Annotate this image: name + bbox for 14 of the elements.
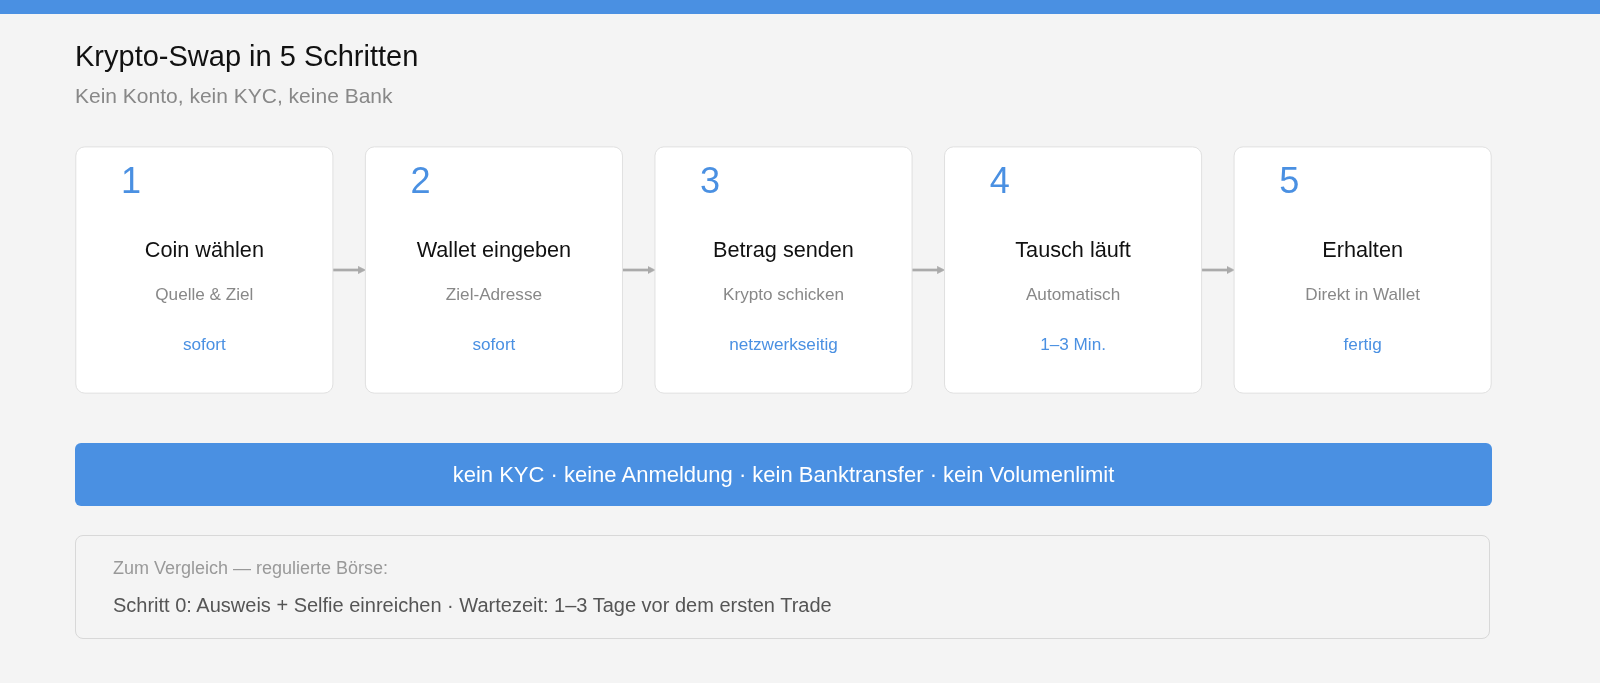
title: Krypto-Swap in 5 Schritten [75,40,419,73]
comparison-heading: Zum Vergleich — regulierte Börse: [113,558,389,579]
arrow [912,266,945,274]
node-box: 3 Betrag senden Krypto schicken netzwerkseitig [654,146,913,394]
node-box: 1 Coin wählen Quelle & Ziel sofort [75,146,334,394]
node-box: 4 Tausch läuft Automatisch 1–3 Min. [944,146,1203,394]
banner: kein KYC · keine Anmeldung · kein Banktransfer · kein Volumenlimit [75,443,1492,506]
subtitle: Kein Konto, kein KYC, keine Bank [75,84,393,108]
arrow [332,266,366,274]
comparison-text: Schritt 0: Ausweis + Selfie einreichen · Wartezeit: 1–3 Tage vor dem ersten Trade [113,594,832,617]
arrow [1201,266,1235,274]
node-box: 5 Erhalten Direkt in Wallet fertig [1233,146,1492,394]
node-box: 2 Wallet eingeben Ziel-Adresse sofort [364,146,623,394]
arrow [622,266,656,274]
